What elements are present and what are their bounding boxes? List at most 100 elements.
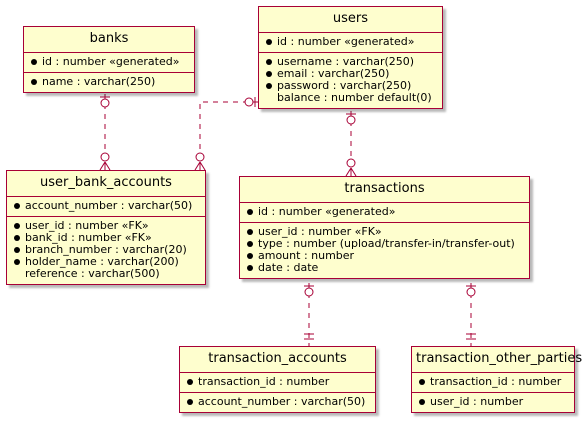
- attribute-text: password : varchar(250): [277, 79, 412, 92]
- attribute-text: date : date: [258, 261, 319, 274]
- entity-key-section: id : number «generated»: [24, 53, 194, 72]
- entity-title: transaction_other_parties: [412, 347, 582, 373]
- entity-user-bank-accounts[interactable]: user_bank_accounts account_number : varc…: [6, 170, 206, 285]
- primary-key-attribute: id : number «generated»: [240, 206, 529, 218]
- mandatory-bullet-icon: [14, 235, 20, 241]
- attribute-row: reference : varchar(500): [7, 268, 205, 280]
- crow-foot-icon: [350, 167, 357, 177]
- entity-title: transaction_accounts: [180, 347, 375, 373]
- crow-foot-icon: [345, 167, 352, 177]
- crow-foot-icon: [194, 161, 201, 171]
- attribute-text: account_number : varchar(50): [25, 199, 193, 212]
- entity-title: user_bank_accounts: [7, 171, 205, 197]
- attribute-row: user_id : number «FK»: [7, 220, 205, 232]
- relationship-line: [199, 101, 258, 170]
- cardinality-circle-icon: [100, 98, 110, 108]
- attribute-text: holder_name : varchar(200): [25, 255, 179, 268]
- cardinality-circle-icon: [100, 152, 110, 162]
- attribute-row: type : number (upload/transfer-in/transf…: [240, 238, 529, 250]
- entity-transaction-other-parties[interactable]: transaction_other_parties transaction_id…: [411, 346, 582, 413]
- entity-title: banks: [24, 27, 194, 53]
- attribute-text: user_id : number «FK»: [25, 219, 149, 232]
- attribute-row: password : varchar(250): [259, 80, 442, 92]
- entity-key-section: id : number «generated»: [259, 33, 442, 52]
- entity-key-section: transaction_id : number: [412, 373, 574, 392]
- primary-key-attribute: account_number : varchar(50): [7, 200, 205, 212]
- cardinality-circle-icon: [195, 152, 205, 162]
- cardinality-circle-icon: [244, 97, 254, 107]
- attribute-row: bank_id : number «FK»: [7, 232, 205, 244]
- mandatory-bullet-icon: [14, 203, 20, 209]
- entity-users[interactable]: users id : number «generated» username :…: [258, 6, 443, 109]
- mandatory-bullet-icon: [266, 59, 272, 65]
- attribute-text: type : number (upload/transfer-in/transf…: [258, 237, 515, 250]
- attribute-text: id : number «generated»: [42, 55, 180, 68]
- attribute-text: branch_number : varchar(20): [25, 243, 187, 256]
- attribute-row: username : varchar(250): [259, 56, 442, 68]
- crow-foot-icon: [104, 161, 111, 171]
- entity-attribute-section: user_id : number: [412, 392, 574, 412]
- mandatory-bullet-icon: [247, 209, 253, 215]
- primary-key-attribute: id : number «generated»: [24, 56, 194, 68]
- primary-key-attribute: transaction_id : number: [180, 376, 375, 388]
- cardinality-circle-icon: [304, 287, 314, 297]
- mandatory-bullet-icon: [31, 79, 37, 85]
- attribute-row: holder_name : varchar(200): [7, 256, 205, 268]
- entity-attribute-section: user_id : number «FK»bank_id : number «F…: [7, 216, 205, 284]
- entity-banks[interactable]: banks id : number «generated» name : var…: [23, 26, 195, 93]
- attribute-row: user_id : number: [412, 396, 574, 408]
- attribute-text: bank_id : number «FK»: [25, 231, 152, 244]
- mandatory-bullet-icon: [266, 39, 272, 45]
- cardinality-circle-icon: [346, 115, 356, 125]
- mandatory-bullet-icon: [14, 247, 20, 253]
- attribute-text: account_number : varchar(50): [198, 395, 366, 408]
- mandatory-bullet-icon: [419, 379, 425, 385]
- attribute-row: email : varchar(250): [259, 68, 442, 80]
- attribute-text: transaction_id : number: [430, 375, 562, 388]
- attribute-row: amount : number: [240, 250, 529, 262]
- mandatory-bullet-icon: [14, 223, 20, 229]
- attribute-text: name : varchar(250): [42, 75, 156, 88]
- primary-key-attribute: id : number «generated»: [259, 36, 442, 48]
- entity-key-section: transaction_id : number: [180, 373, 375, 392]
- attribute-row: branch_number : varchar(20): [7, 244, 205, 256]
- mandatory-bullet-icon: [247, 229, 253, 235]
- entity-attribute-section: name : varchar(250): [24, 72, 194, 92]
- attribute-text: email : varchar(250): [277, 67, 390, 80]
- entity-key-section: id : number «generated»: [240, 203, 529, 222]
- attribute-text: amount : number: [258, 249, 355, 262]
- attribute-text: user_id : number: [430, 395, 524, 408]
- entity-attribute-section: account_number : varchar(50): [180, 392, 375, 412]
- mandatory-bullet-icon: [247, 265, 253, 271]
- crow-foot-icon: [199, 161, 206, 171]
- entity-attribute-section: user_id : number «FK»type : number (uplo…: [240, 222, 529, 278]
- attribute-text: reference : varchar(500): [25, 267, 160, 280]
- entity-transactions[interactable]: transactions id : number «generated» use…: [239, 176, 530, 279]
- attribute-text: username : varchar(250): [277, 55, 415, 68]
- mandatory-bullet-icon: [14, 259, 20, 265]
- attribute-row: user_id : number «FK»: [240, 226, 529, 238]
- entity-transaction-accounts[interactable]: transaction_accounts transaction_id : nu…: [179, 346, 376, 413]
- entity-key-section: account_number : varchar(50): [7, 197, 205, 216]
- cardinality-circle-icon: [466, 287, 476, 297]
- attribute-row: name : varchar(250): [24, 76, 194, 88]
- mandatory-bullet-icon: [419, 399, 425, 405]
- entity-title: transactions: [240, 177, 529, 203]
- attribute-text: id : number «generated»: [258, 205, 396, 218]
- mandatory-bullet-icon: [266, 83, 272, 89]
- attribute-row: date : date: [240, 262, 529, 274]
- attribute-text: transaction_id : number: [198, 375, 330, 388]
- attribute-text: user_id : number «FK»: [258, 225, 382, 238]
- cardinality-circle-icon: [346, 158, 356, 168]
- mandatory-bullet-icon: [187, 399, 193, 405]
- crow-foot-icon: [99, 161, 106, 171]
- entity-attribute-section: username : varchar(250)email : varchar(2…: [259, 52, 442, 108]
- attribute-row: account_number : varchar(50): [180, 396, 375, 408]
- attribute-row: balance : number default(0): [259, 92, 442, 104]
- attribute-text: balance : number default(0): [277, 91, 432, 104]
- mandatory-bullet-icon: [247, 253, 253, 259]
- mandatory-bullet-icon: [266, 71, 272, 77]
- mandatory-bullet-icon: [31, 59, 37, 65]
